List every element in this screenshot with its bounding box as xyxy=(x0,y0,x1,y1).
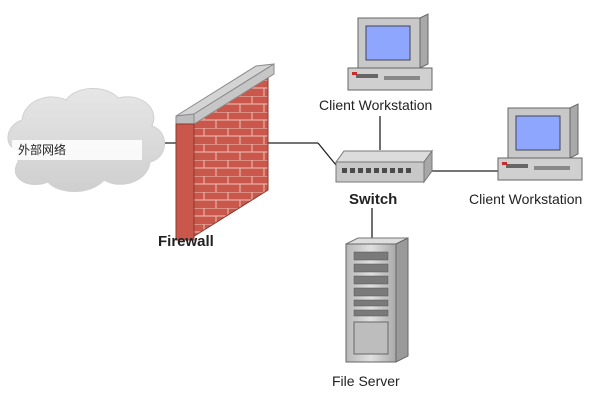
switch-label: Switch xyxy=(349,191,397,208)
firewall-icon xyxy=(175,63,275,241)
client-workstation-right-icon xyxy=(497,103,583,181)
link-firewall-switch-diag xyxy=(317,142,337,166)
cloud-label: 外部网络 xyxy=(18,142,66,157)
file-server-icon xyxy=(345,237,409,363)
client-top-label: Client Workstation xyxy=(319,97,432,113)
client-workstation-top-icon xyxy=(347,13,433,91)
client-right-label: Client Workstation xyxy=(469,191,582,207)
external-network-cloud: 外部网络 xyxy=(7,88,165,192)
file-server-label: File Server xyxy=(332,373,400,389)
cloud-label-band xyxy=(12,140,142,160)
firewall-label: Firewall xyxy=(158,233,214,250)
switch-icon xyxy=(335,149,433,184)
